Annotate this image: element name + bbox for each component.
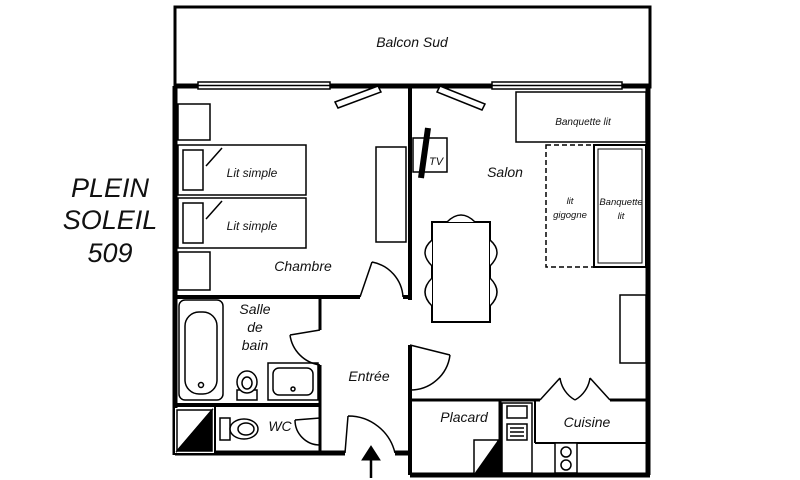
plan-title-line-3: 509 [87, 238, 133, 268]
lit-gigogne [545, 144, 595, 268]
windows [197, 81, 623, 90]
salle-de-bain-label-1: Salle [239, 301, 270, 317]
wc-fixtures [175, 407, 259, 454]
plan-title-line-2: SOLEIL [62, 205, 158, 235]
balcony-door-chambre [333, 85, 383, 109]
banquette-lit-side-label-1: Banquette [599, 197, 642, 208]
banquette-lit-top [515, 91, 647, 143]
balcony-label: Balcon Sud [376, 34, 449, 50]
cuisine-label: Cuisine [564, 414, 611, 430]
salle-de-bain-label-2: de [247, 319, 263, 335]
placard-label: Placard [440, 409, 489, 425]
lit-gigogne-label-2: gigogne [553, 210, 587, 221]
lit-gigogne-label-1: lit [567, 196, 574, 207]
door-swings [289, 261, 611, 454]
wc-label: WC [268, 418, 292, 434]
lit-simple-2-label: Lit simple [227, 219, 278, 233]
chambre-furniture [177, 103, 407, 291]
banquette-lit-side-label-2: lit [618, 211, 625, 222]
plan-title-line-1: PLEIN [70, 173, 150, 203]
salon-label: Salon [487, 164, 523, 180]
entree-label: Entrée [348, 368, 389, 384]
balcony-door-salon [435, 85, 487, 111]
tv [412, 127, 448, 179]
bathroom-fixtures [178, 299, 319, 401]
lit-simple-1-label: Lit simple [227, 166, 278, 180]
entrance-arrow [361, 445, 381, 478]
dining-table [431, 221, 491, 323]
kitchen-fixtures [501, 402, 578, 474]
placard-shaft [473, 439, 499, 475]
salon-furniture [424, 91, 647, 364]
chambre-label: Chambre [274, 258, 332, 274]
salle-de-bain-label-3: bain [242, 337, 269, 353]
tv-label: TV [429, 156, 445, 168]
banquette-lit-top-label: Banquette lit [555, 117, 612, 128]
